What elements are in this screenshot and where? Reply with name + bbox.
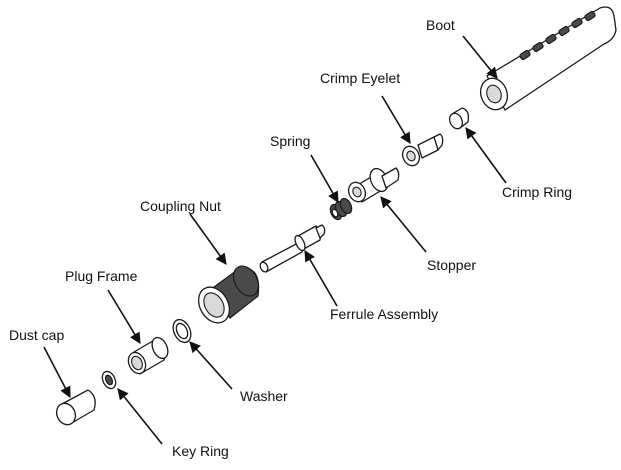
plug-frame-label: Plug Frame: [65, 268, 138, 284]
spring-part: [329, 197, 353, 221]
washer-part: [172, 318, 192, 344]
boot-ribs: [519, 10, 596, 61]
dust-cap-leader: [43, 346, 71, 398]
spring-label: Spring: [270, 133, 311, 149]
key-ring-leader: [117, 388, 163, 445]
key-ring-part: [101, 370, 117, 390]
ferrule-assembly-label: Ferrule Assembly: [330, 306, 439, 322]
washer-leader: [189, 341, 233, 390]
coupling-nut-leader: [189, 213, 227, 265]
crimp-eyelet-part: [401, 133, 444, 167]
coupling-nut-part: [197, 265, 260, 324]
plug-frame-part: [127, 336, 169, 375]
key-ring-label: Key Ring: [172, 443, 229, 459]
boot-part: [479, 6, 617, 111]
washer-label: Washer: [240, 388, 288, 404]
plug-frame-leader: [107, 289, 141, 344]
crimp-eyelet-label: Crimp Eyelet: [320, 70, 401, 86]
boot-label: Boot: [426, 17, 455, 33]
crimp-ring-leader: [465, 127, 507, 184]
crimp-eyelet-leader: [381, 95, 411, 144]
leader-arrows: [43, 35, 507, 445]
boot-leader: [462, 35, 498, 79]
ferrule-assembly-leader: [304, 250, 338, 307]
stopper-label: Stopper: [427, 257, 477, 273]
stopper-leader: [380, 196, 427, 253]
dust-cap-part: [55, 389, 96, 426]
crimp-ring-label: Crimp Ring: [502, 184, 573, 200]
ferrule-assembly-part: [259, 224, 326, 273]
dust-cap-label: Dust cap: [9, 327, 65, 343]
coupling-nut-label: Coupling Nut: [140, 198, 221, 214]
spring-leader: [310, 154, 339, 203]
crimp-ring-part: [448, 107, 470, 130]
stopper-part: [347, 167, 400, 203]
